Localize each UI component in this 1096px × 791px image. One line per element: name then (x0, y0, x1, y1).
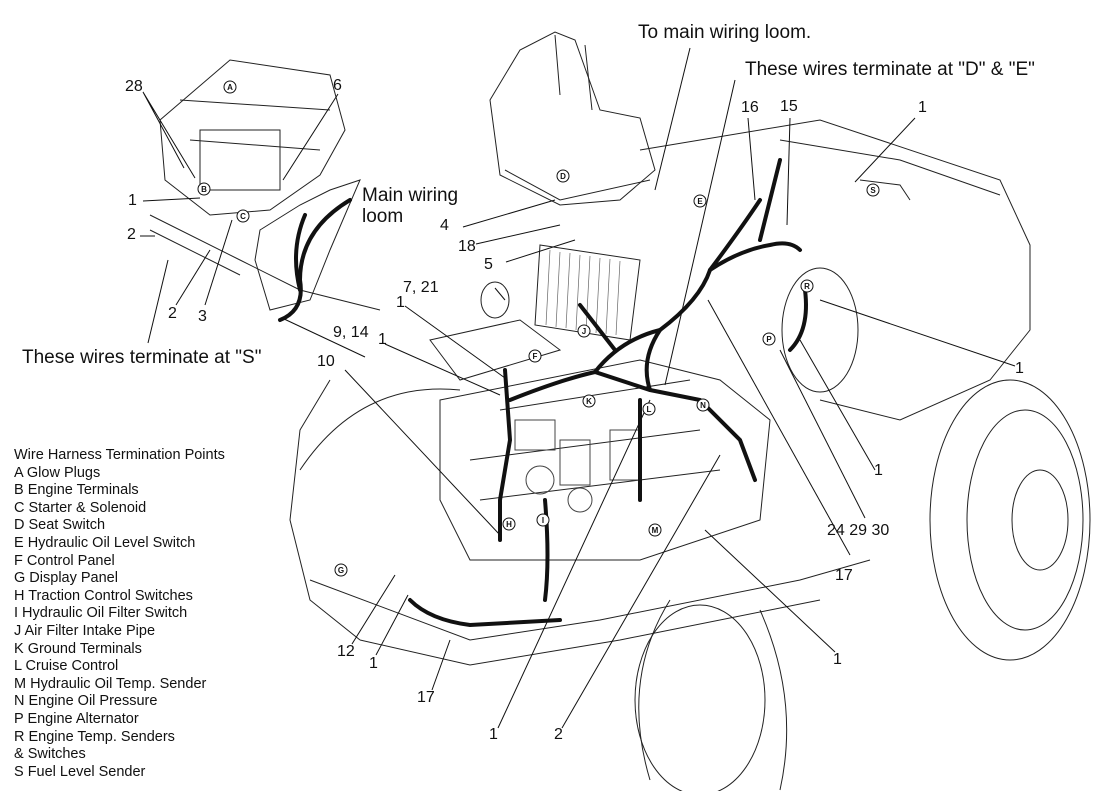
leader-lines (140, 47, 1016, 729)
legend-item: R Engine Temp. Senders (14, 728, 175, 745)
legend-title: Wire Harness Termination Points (14, 447, 225, 463)
svg-text:S: S (870, 186, 876, 195)
badge-J: J (577, 324, 591, 338)
callout-2-bottom: 2 (554, 726, 563, 743)
callout-17-right: 17 (835, 567, 853, 584)
svg-text:C: C (240, 212, 246, 221)
svg-text:N: N (700, 401, 706, 410)
svg-text:L: L (647, 405, 652, 414)
callout-1-low: 1 (369, 655, 378, 672)
legend-item: L Cruise Control (14, 658, 119, 675)
callout-1-mid-right: 1 (874, 462, 883, 479)
callout-1-topright: 1 (918, 99, 927, 116)
legend: Wire Harness Termination Points A Glow P… (14, 447, 225, 781)
svg-text:B: B (201, 185, 207, 194)
note-terminate-de: These wires terminate at "D" & "E" (745, 59, 1035, 80)
callout-1-inset: 1 (128, 192, 137, 209)
badge-R: R (800, 279, 814, 293)
svg-text:D: D (560, 172, 566, 181)
badge-S: S (866, 183, 880, 197)
callout-2-b: 2 (168, 305, 177, 322)
callout-18: 18 (458, 238, 476, 255)
svg-text:F: F (533, 352, 538, 361)
callout-12: 12 (337, 643, 355, 660)
svg-text:H: H (506, 520, 512, 529)
badge-C: C (236, 209, 250, 223)
callout-1-left: 1 (396, 294, 405, 311)
callout-28: 28 (125, 78, 143, 95)
badge-L: L (642, 402, 656, 416)
callout-4: 4 (440, 217, 449, 234)
badge-M: M (648, 523, 662, 537)
legend-item: G Display Panel (14, 570, 118, 587)
svg-text:E: E (697, 197, 703, 206)
callout-7-21: 7, 21 (403, 279, 439, 296)
svg-text:A: A (227, 83, 233, 92)
legend-item: M Hydraulic Oil Temp. Sender (14, 675, 207, 692)
callout-9-14: 9, 14 (333, 324, 369, 341)
callout-17-low: 17 (417, 689, 435, 706)
badge-N: N (696, 398, 710, 412)
badge-D: D (556, 169, 570, 183)
svg-text:G: G (338, 566, 344, 575)
svg-text:K: K (586, 397, 592, 406)
svg-text:M: M (652, 526, 659, 535)
wiring-harness (278, 158, 808, 628)
note-main-loom: Main wiring loom (362, 185, 459, 227)
badge-A: A (223, 80, 237, 94)
callout-6: 6 (333, 77, 342, 94)
legend-item: F Control Panel (14, 552, 115, 569)
badge-K: K (582, 394, 596, 408)
legend-item: E Hydraulic Oil Level Switch (14, 534, 196, 551)
badge-H: H (502, 517, 516, 531)
callout-3: 3 (198, 308, 207, 325)
badge-G: G (334, 563, 348, 577)
callout-2-a: 2 (127, 226, 136, 243)
badge-P: P (762, 332, 776, 346)
chassis-outline (149, 31, 1091, 791)
legend-item: J Air Filter Intake Pipe (14, 622, 156, 639)
callout-1-mid: 1 (378, 331, 387, 348)
callout-24-29-30: 24 29 30 (827, 522, 890, 539)
legend-item: D Seat Switch (14, 517, 106, 534)
callout-1-right: 1 (1015, 360, 1024, 377)
svg-text:I: I (542, 516, 544, 525)
badge-E: E (693, 194, 707, 208)
svg-text:J: J (582, 327, 586, 336)
svg-text:P: P (766, 335, 772, 344)
callout-10: 10 (317, 353, 335, 370)
callout-15: 15 (780, 98, 798, 115)
legend-item: I Hydraulic Oil Filter Switch (14, 605, 188, 622)
legend-item: S Fuel Level Sender (14, 763, 146, 780)
legend-item: P Engine Alternator (14, 710, 139, 727)
legend-item: A Glow Plugs (14, 464, 101, 481)
termination-badges: A B C D E F G H I J K L M N P R S (197, 80, 880, 577)
legend-item: N Engine Oil Pressure (14, 693, 158, 710)
callout-16: 16 (741, 99, 759, 116)
legend-item: C Starter & Solenoid (14, 499, 147, 516)
legend-item: K Ground Terminals (14, 640, 142, 657)
callout-1-bottom: 1 (489, 726, 498, 743)
badge-F: F (528, 349, 542, 363)
note-main-loom-to: To main wiring loom. (638, 22, 812, 43)
svg-text:R: R (804, 282, 810, 291)
legend-item: B Engine Terminals (14, 482, 139, 499)
note-terminate-s: These wires terminate at "S" (22, 347, 262, 368)
legend-item: H Traction Control Switches (14, 587, 193, 604)
callout-5: 5 (484, 256, 493, 273)
callout-1-lowright: 1 (833, 651, 842, 668)
legend-item: & Switches (14, 746, 86, 763)
badge-B: B (197, 182, 211, 196)
badge-I: I (536, 513, 550, 527)
